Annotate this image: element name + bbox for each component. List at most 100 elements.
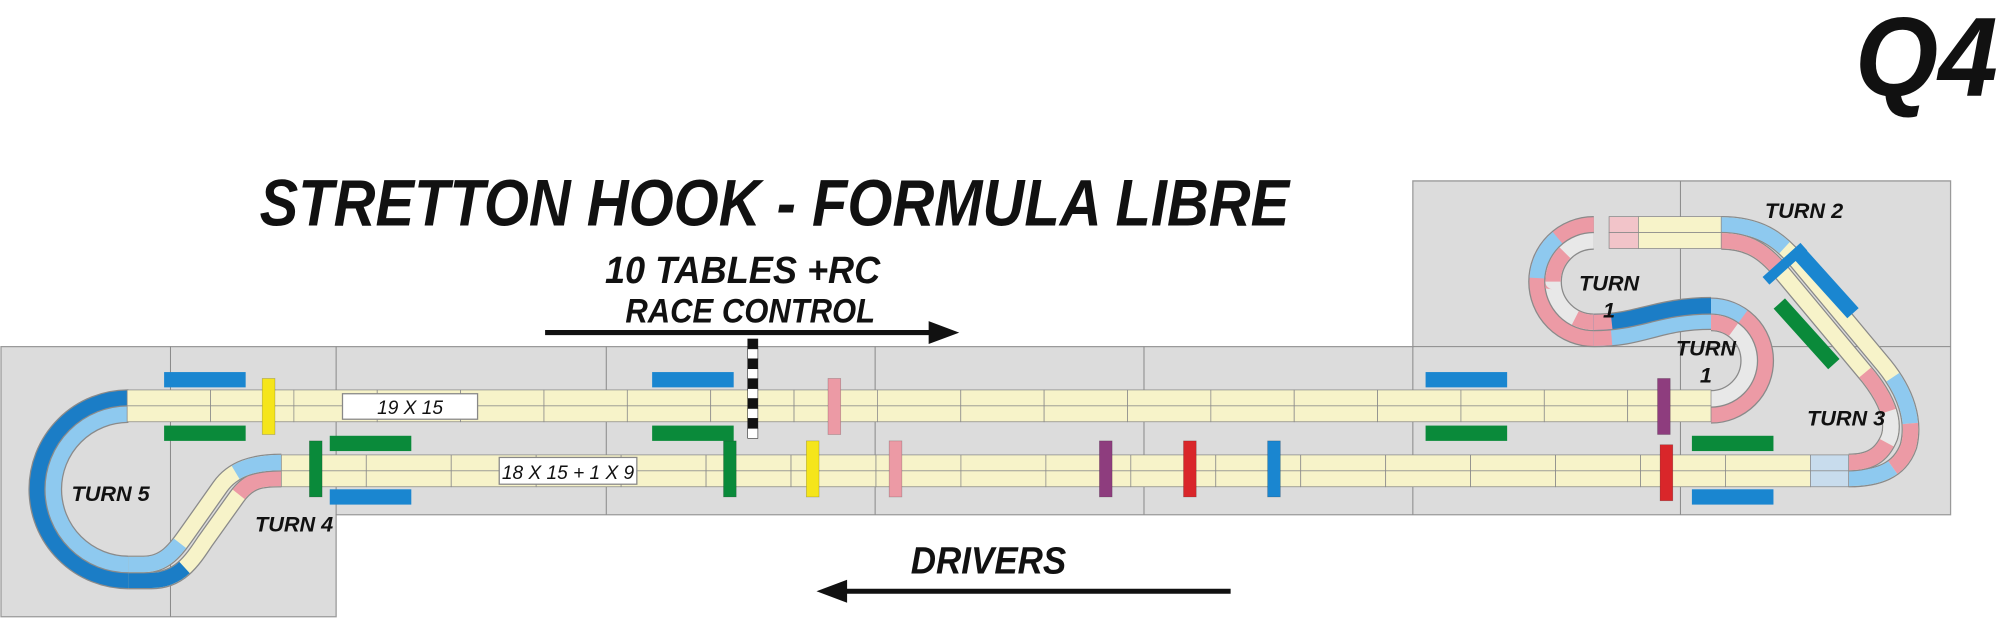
green-lane-tag-background	[1773, 298, 1840, 370]
turn-2-3-inner-lane-section	[1720, 233, 1899, 471]
bottom-straight-segment	[1300, 454, 1387, 472]
blue-lane-tag-background	[1792, 247, 1859, 319]
turn-1-lower-inner-lane-section	[1710, 314, 1757, 407]
turn-1-upper-inner-lane-section	[1545, 233, 1595, 331]
turn-1-upper-outer-lane	[1529, 217, 1595, 346]
turn-1-lower-outer-lane-section	[1710, 298, 1773, 423]
bottom-straight-segment	[280, 454, 367, 472]
position-marker	[1099, 440, 1113, 498]
turn-5-outer-lane	[29, 390, 129, 589]
turn-5-inner-lane	[45, 406, 129, 573]
checker-block	[747, 428, 759, 439]
bottom-straight-segment	[1045, 454, 1132, 472]
turn-2-3-inner-lane-section	[1720, 233, 1899, 471]
top-straight-segment	[1543, 405, 1629, 423]
top-straight-segment	[126, 405, 211, 423]
bottom-straight-segment	[875, 470, 962, 488]
top-straight-segment	[960, 389, 1045, 407]
turn-4-lane-a-section	[128, 470, 282, 589]
green-lane-tag-background	[329, 435, 412, 452]
checker-block	[747, 358, 759, 370]
bottom-straight-segment	[790, 454, 877, 472]
turn-2-3-inner-lane-section	[1720, 233, 1899, 471]
top-straight-segment	[1127, 389, 1212, 407]
top-straight-segment	[126, 389, 211, 407]
position-marker	[1183, 440, 1197, 498]
bottom-straight-segment	[1470, 454, 1556, 472]
top-section-inner-short-piece	[1608, 232, 1639, 249]
position-marker	[261, 378, 276, 435]
turn-2-3-outer-lane-section	[1721, 217, 1919, 487]
green-lane-tag-background	[1691, 435, 1774, 452]
bottom-straight-segment	[1215, 454, 1302, 472]
race-direction-arrow-right	[545, 321, 960, 345]
green-lane-tag	[164, 425, 246, 441]
bottom-straight-segment	[1640, 470, 1726, 488]
turn-3-label: TURN 3	[1807, 406, 1885, 431]
bottom-straight-segment	[1555, 454, 1641, 472]
checker-block	[747, 348, 759, 360]
bottom-straight-segment	[1045, 470, 1132, 488]
green-lane-tag	[652, 425, 734, 441]
checker-block	[747, 378, 759, 389]
blue-lane-tag	[1691, 489, 1774, 505]
top-straight-segment	[960, 405, 1045, 423]
top-straight-segment	[877, 405, 962, 423]
bottom-straight-segment	[1385, 470, 1471, 488]
turn-1-lower-number: 1	[1700, 362, 1712, 387]
position-marker	[723, 440, 737, 498]
top-straight-segment	[877, 389, 962, 407]
bottom-straight-segment	[1725, 470, 1811, 488]
bottom-straight-segment	[1385, 454, 1471, 472]
bottom-straight-segment	[1725, 454, 1811, 472]
top-straight-segment	[210, 389, 295, 407]
green-lane-tag-background	[652, 425, 734, 441]
lane-tags	[164, 247, 1859, 505]
top-straight-segment	[1460, 389, 1545, 407]
top-straight-segment	[1377, 405, 1462, 423]
position-marker	[1657, 378, 1671, 435]
turn-1-lower-label: TURN	[1676, 336, 1738, 361]
blue-lane-tag	[329, 489, 412, 505]
bottom-straight-end-piece	[1810, 454, 1850, 472]
green-lane-tag	[1773, 298, 1840, 370]
top-section-outer-short-piece	[1608, 216, 1639, 233]
top-straight-segment	[1127, 405, 1212, 423]
turn-1-upper-inner-lane-section	[1545, 233, 1595, 331]
top-straight-segment	[1043, 389, 1128, 407]
drivers-label: DRIVERS	[911, 539, 1067, 582]
bottom-straight-segment	[365, 454, 452, 472]
blue-lane-tag-background	[1425, 372, 1508, 388]
drivers-direction-arrow-left	[816, 579, 1231, 603]
checker-block	[747, 408, 759, 419]
corner-label: Q4	[1855, 0, 1998, 120]
top-straight-segment	[626, 405, 712, 423]
top-straight-segment	[543, 405, 628, 423]
turn-2-label: TURN 2	[1765, 198, 1843, 223]
bottom-straight-segment	[1215, 470, 1302, 488]
turn-4-lane-b-section	[128, 454, 282, 573]
race-control-label: RACE CONTROL	[625, 292, 875, 330]
top-straight-segment	[210, 405, 295, 423]
turn-1-link-lane-a-section	[1593, 313, 1712, 346]
bottom-straight-segment	[280, 470, 367, 488]
green-lane-tag	[1425, 425, 1508, 441]
blue-lane-tag-background	[1691, 489, 1774, 505]
blue-lane-tag-background	[329, 489, 412, 505]
bottom-straight-segment	[365, 470, 452, 488]
bottom-straight-segment	[1470, 470, 1556, 488]
position-marker	[805, 440, 820, 498]
blue-lane-tag	[1425, 372, 1508, 388]
top-straight-segment	[626, 389, 712, 407]
top-straight-segment	[1543, 389, 1629, 407]
top-straight-segment	[1377, 389, 1462, 407]
position-marker	[1659, 444, 1674, 502]
bottom-straight-segment	[1130, 454, 1217, 472]
turn-4-lane-b-section	[128, 454, 282, 573]
blue-lane-tag	[1792, 247, 1859, 319]
green-lane-tag	[1691, 435, 1774, 452]
top-straight-segment	[1293, 389, 1378, 407]
top-straight-summary-box	[341, 393, 479, 420]
turn-1-upper-number: 1	[1603, 297, 1615, 322]
